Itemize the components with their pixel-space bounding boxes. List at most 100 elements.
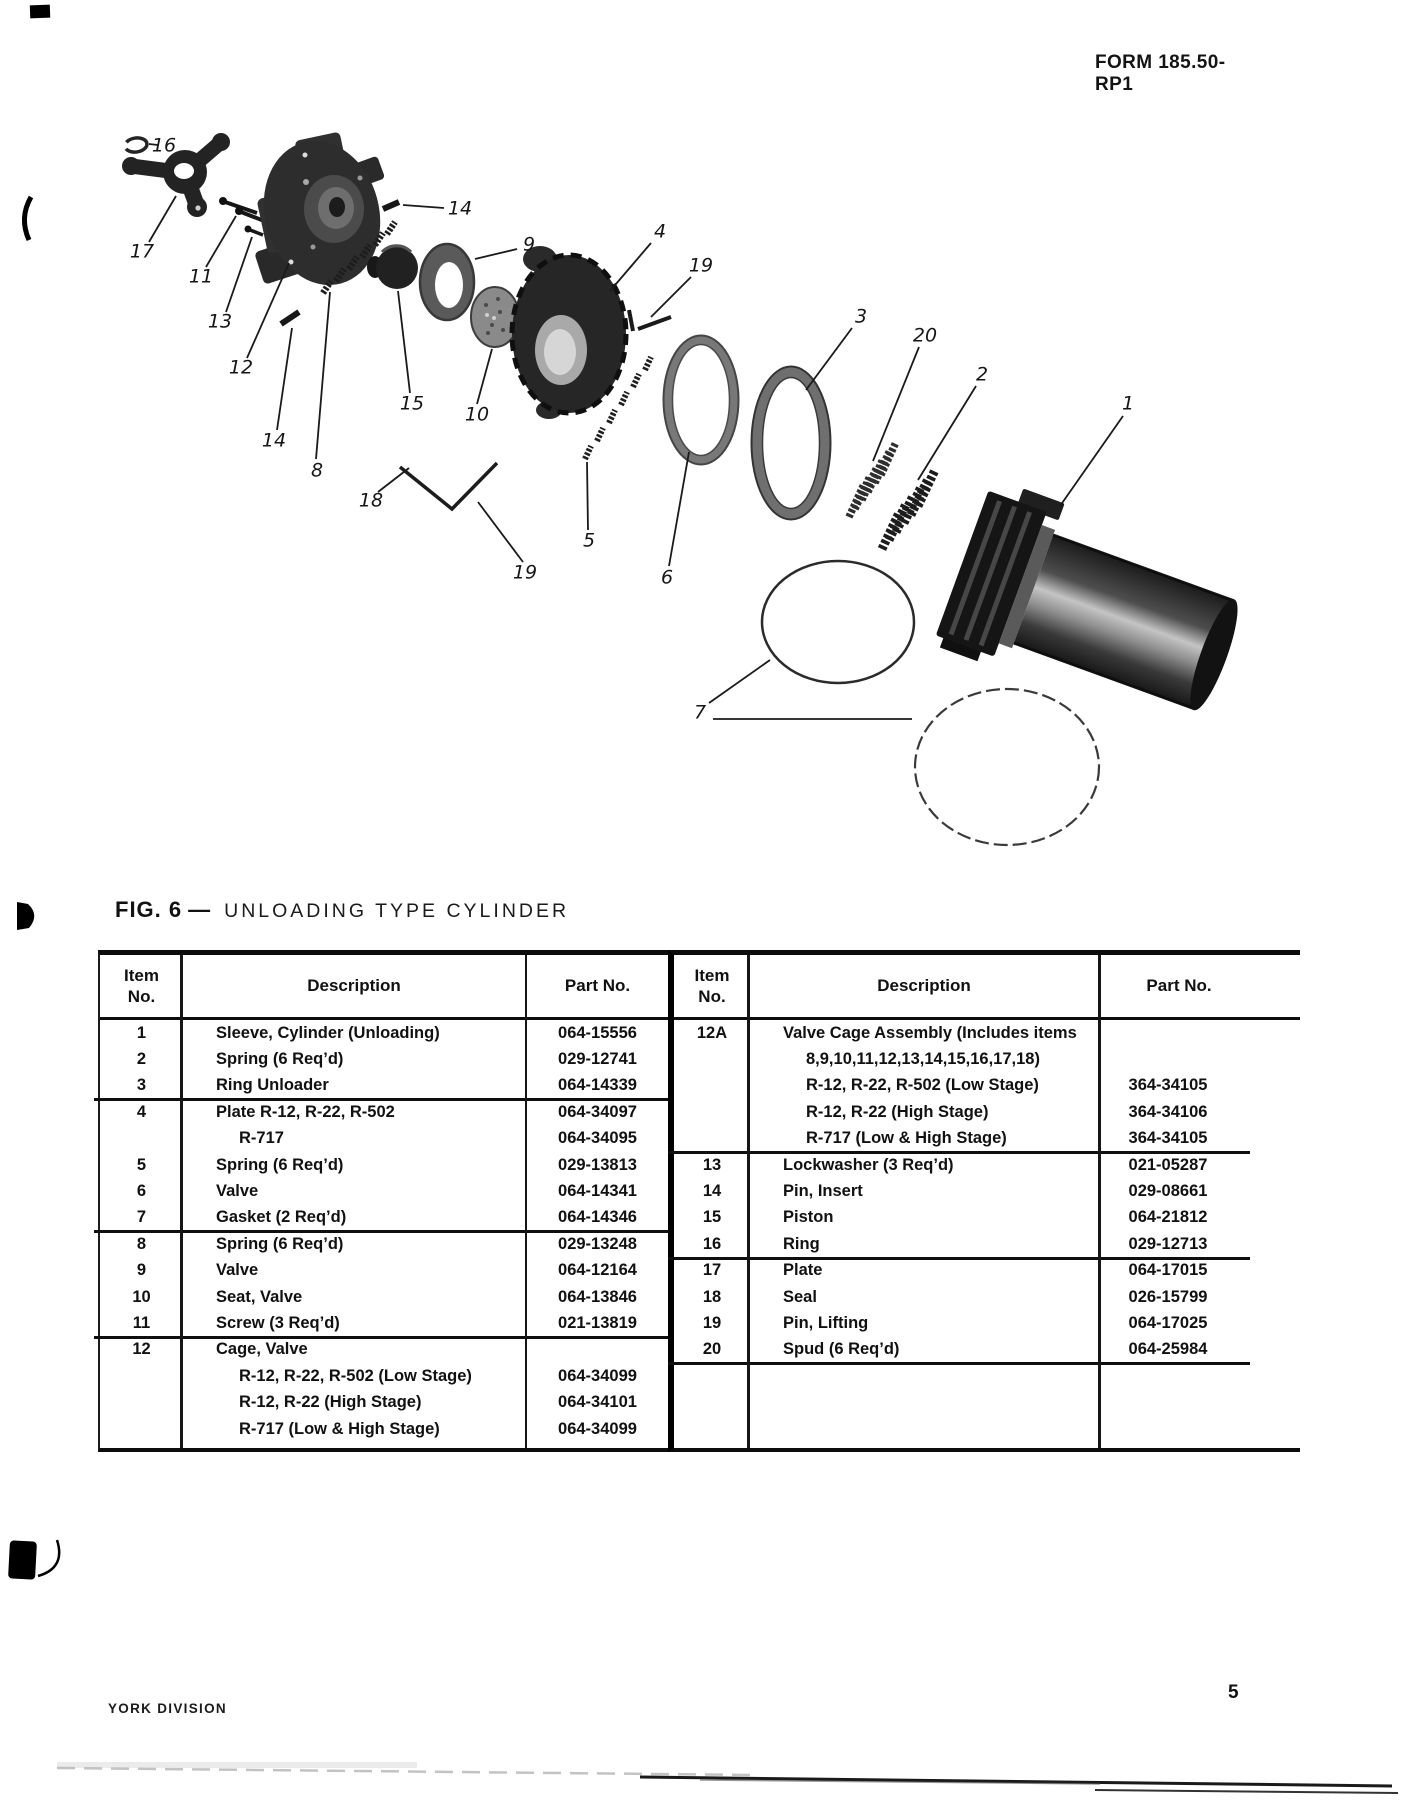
callout-leader-line [609, 242, 652, 292]
column-divider [180, 955, 183, 1448]
callout-leader-line [402, 204, 445, 209]
callout-label: 19 [689, 255, 713, 277]
callout-label: 12 [229, 357, 253, 379]
callout-label: 8 [311, 460, 323, 482]
item-no-cell: 17 [702, 1261, 722, 1280]
part-no-cell: 064-34097 [558, 1102, 637, 1121]
callout-leader-line [246, 262, 290, 359]
callout-label: 4 [654, 221, 666, 243]
item-no-cell: 4 [136, 1102, 147, 1121]
part-pin-lifting-19 [627, 309, 672, 332]
callout-label: 6 [661, 567, 673, 589]
table-row: R-12, R-22, R-502 (Low Stage)064-34099 [100, 1363, 670, 1389]
part-no-cell: 364-34106 [1128, 1102, 1208, 1121]
part-springs-5 [582, 355, 654, 461]
item-no-cell: 5 [136, 1155, 147, 1174]
column-header-part-no: Part No. [564, 976, 631, 996]
column-divider [747, 955, 750, 1448]
description-cell: Lockwasher (3 Req’d) [783, 1155, 954, 1174]
item-no-cell: 9 [136, 1261, 147, 1280]
part-no-cell: 364-34105 [1128, 1076, 1208, 1095]
column-divider [525, 955, 527, 1448]
part-pins-14 [279, 199, 401, 327]
description-cell: Valve [216, 1261, 259, 1280]
item-no-cell: 10 [132, 1287, 151, 1306]
table-row: R-717 (Low & High Stage)364-34105 [668, 1126, 1300, 1155]
callout-label: 20 [913, 325, 937, 347]
item-no-cell: 8 [136, 1234, 147, 1253]
part-cylinder-sleeve-1 [936, 489, 1238, 711]
description-cell: R-717 (Low & High Stage) [239, 1419, 440, 1438]
item-no-cell: 11 [132, 1313, 151, 1332]
table-row: R-717 (Low & High Stage)064-34099 [100, 1416, 670, 1442]
part-no-cell: 021-05287 [1128, 1155, 1208, 1174]
item-no-cell: 14 [702, 1182, 722, 1201]
column-header-description: Description [877, 976, 971, 996]
part-gaskets-7 [760, 559, 1101, 847]
part-no-cell: 064-14346 [558, 1208, 637, 1227]
description-cell: R-12, R-22 (High Stage) [239, 1393, 422, 1412]
callout-label: 15 [400, 393, 424, 415]
callout-label: 2 [976, 364, 988, 386]
part-no-cell: 029-13248 [558, 1234, 637, 1253]
item-no-cell: 1 [136, 1023, 147, 1042]
callout-leader-line [377, 467, 410, 493]
callout-label: 7 [694, 702, 706, 724]
description-cell: R-717 (Low & High Stage) [806, 1129, 1007, 1148]
figure-caption-dash: — [188, 897, 211, 922]
item-no-cell: 13 [702, 1155, 722, 1174]
callout-leader-line [805, 327, 853, 391]
item-no-cell: 7 [136, 1208, 147, 1227]
callout-label: 18 [359, 490, 383, 512]
part-springs-2 [877, 468, 940, 551]
item-no-cell: 3 [136, 1076, 147, 1095]
column-divider [1098, 955, 1101, 1448]
part-no-cell: 064-34099 [558, 1366, 637, 1385]
callout-leader-line [225, 236, 253, 313]
part-no-cell: 026-15799 [1128, 1287, 1208, 1306]
part-ring-unloader-3 [750, 365, 832, 521]
description-cell: Spring (6 Req’d) [216, 1155, 344, 1174]
part-valve-cage-12 [255, 132, 385, 286]
description-cell: 8,9,10,11,12,13,14,15,16,17,18) [806, 1050, 1040, 1069]
figure-caption: FIG. 6—UNLOADING TYPE CYLINDER [115, 897, 569, 923]
description-cell: Ring [783, 1234, 820, 1253]
item-no-cell: 12 [132, 1340, 151, 1359]
header-rule [674, 1017, 1300, 1020]
description-cell: R-717 [239, 1129, 284, 1148]
callout-label: 16 [152, 135, 176, 157]
callout-label: 10 [465, 404, 489, 426]
callout-leader-line [668, 451, 690, 567]
part-seat-10 [470, 286, 520, 348]
callout-label: 5 [583, 530, 595, 552]
description-cell: Pin, Lifting [783, 1313, 869, 1332]
description-cell: Screw (3 Req’d) [216, 1313, 340, 1332]
callout-label: 14 [262, 430, 286, 452]
item-no-cell: 19 [702, 1313, 722, 1332]
callout-leader-line [872, 346, 920, 462]
item-no-cell: 12A [696, 1023, 728, 1042]
description-cell: Cage, Valve [216, 1340, 308, 1359]
callout-label: 1 [1122, 393, 1134, 415]
part-no-cell: 064-12164 [558, 1261, 637, 1280]
callout-leader-line [205, 215, 237, 268]
part-piston-15 [367, 244, 418, 289]
callout-leader-line [476, 348, 493, 405]
